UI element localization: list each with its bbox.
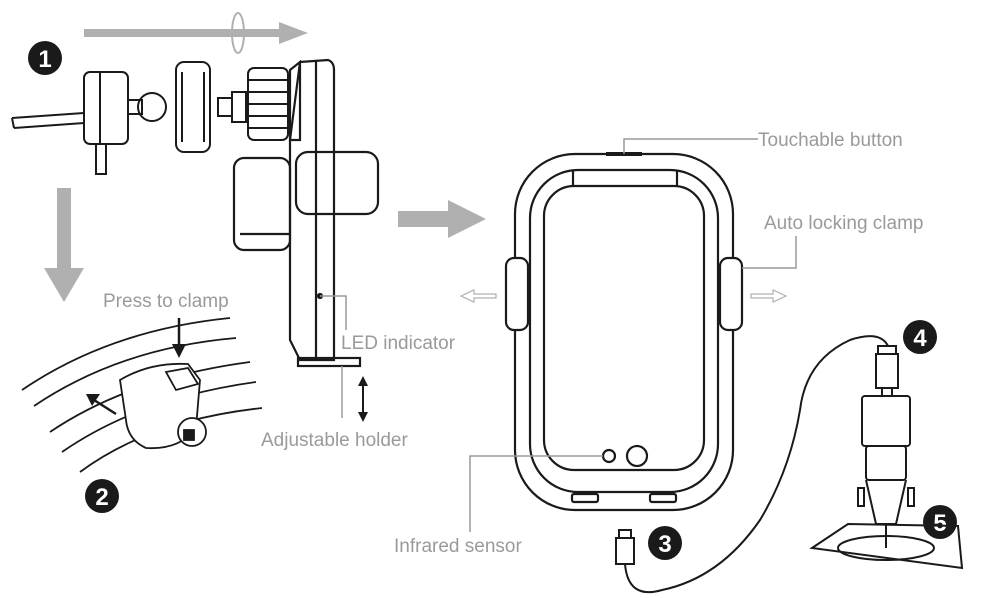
label-infrared-sensor: Infrared sensor [394,536,522,557]
holder-front-view [504,152,744,512]
label-auto-locking-clamp: Auto locking clamp [764,213,923,234]
vent-installation [21,317,263,473]
clamp-open-arrow-left-icon [459,289,497,303]
label-led-indicator: LED indicator [341,333,456,354]
step-badge-4: 4 [903,320,937,354]
down-arrow-icon [44,188,84,302]
label-touchable-button: Touchable button [758,130,903,151]
adjust-arrow-icon [358,376,368,422]
step-badge-1: 1 [28,41,62,75]
label-adjustable-holder: Adjustable holder [261,430,408,451]
clamp-open-arrow-right-icon [750,289,788,303]
step-badge-5: 5 [923,505,957,539]
step-number: 5 [933,510,946,537]
step-number: 3 [658,531,671,558]
step-number: 1 [38,46,51,73]
usb-cable [615,335,899,594]
step-badge-2: 2 [85,479,119,513]
push-arrow-icon [86,394,117,416]
vent-clip-assembly [11,61,289,175]
step-badge-3: 3 [648,526,682,560]
leader-lines [320,138,797,532]
car-charger [809,395,964,570]
step-number: 4 [913,325,927,352]
press-arrow-icon [172,318,186,358]
holder-side-view [232,58,380,368]
step-number: 2 [95,484,108,511]
label-press-to-clamp: Press to clamp [103,291,229,312]
right-arrow-icon [398,200,486,238]
rotate-arrow-icon [84,12,308,54]
